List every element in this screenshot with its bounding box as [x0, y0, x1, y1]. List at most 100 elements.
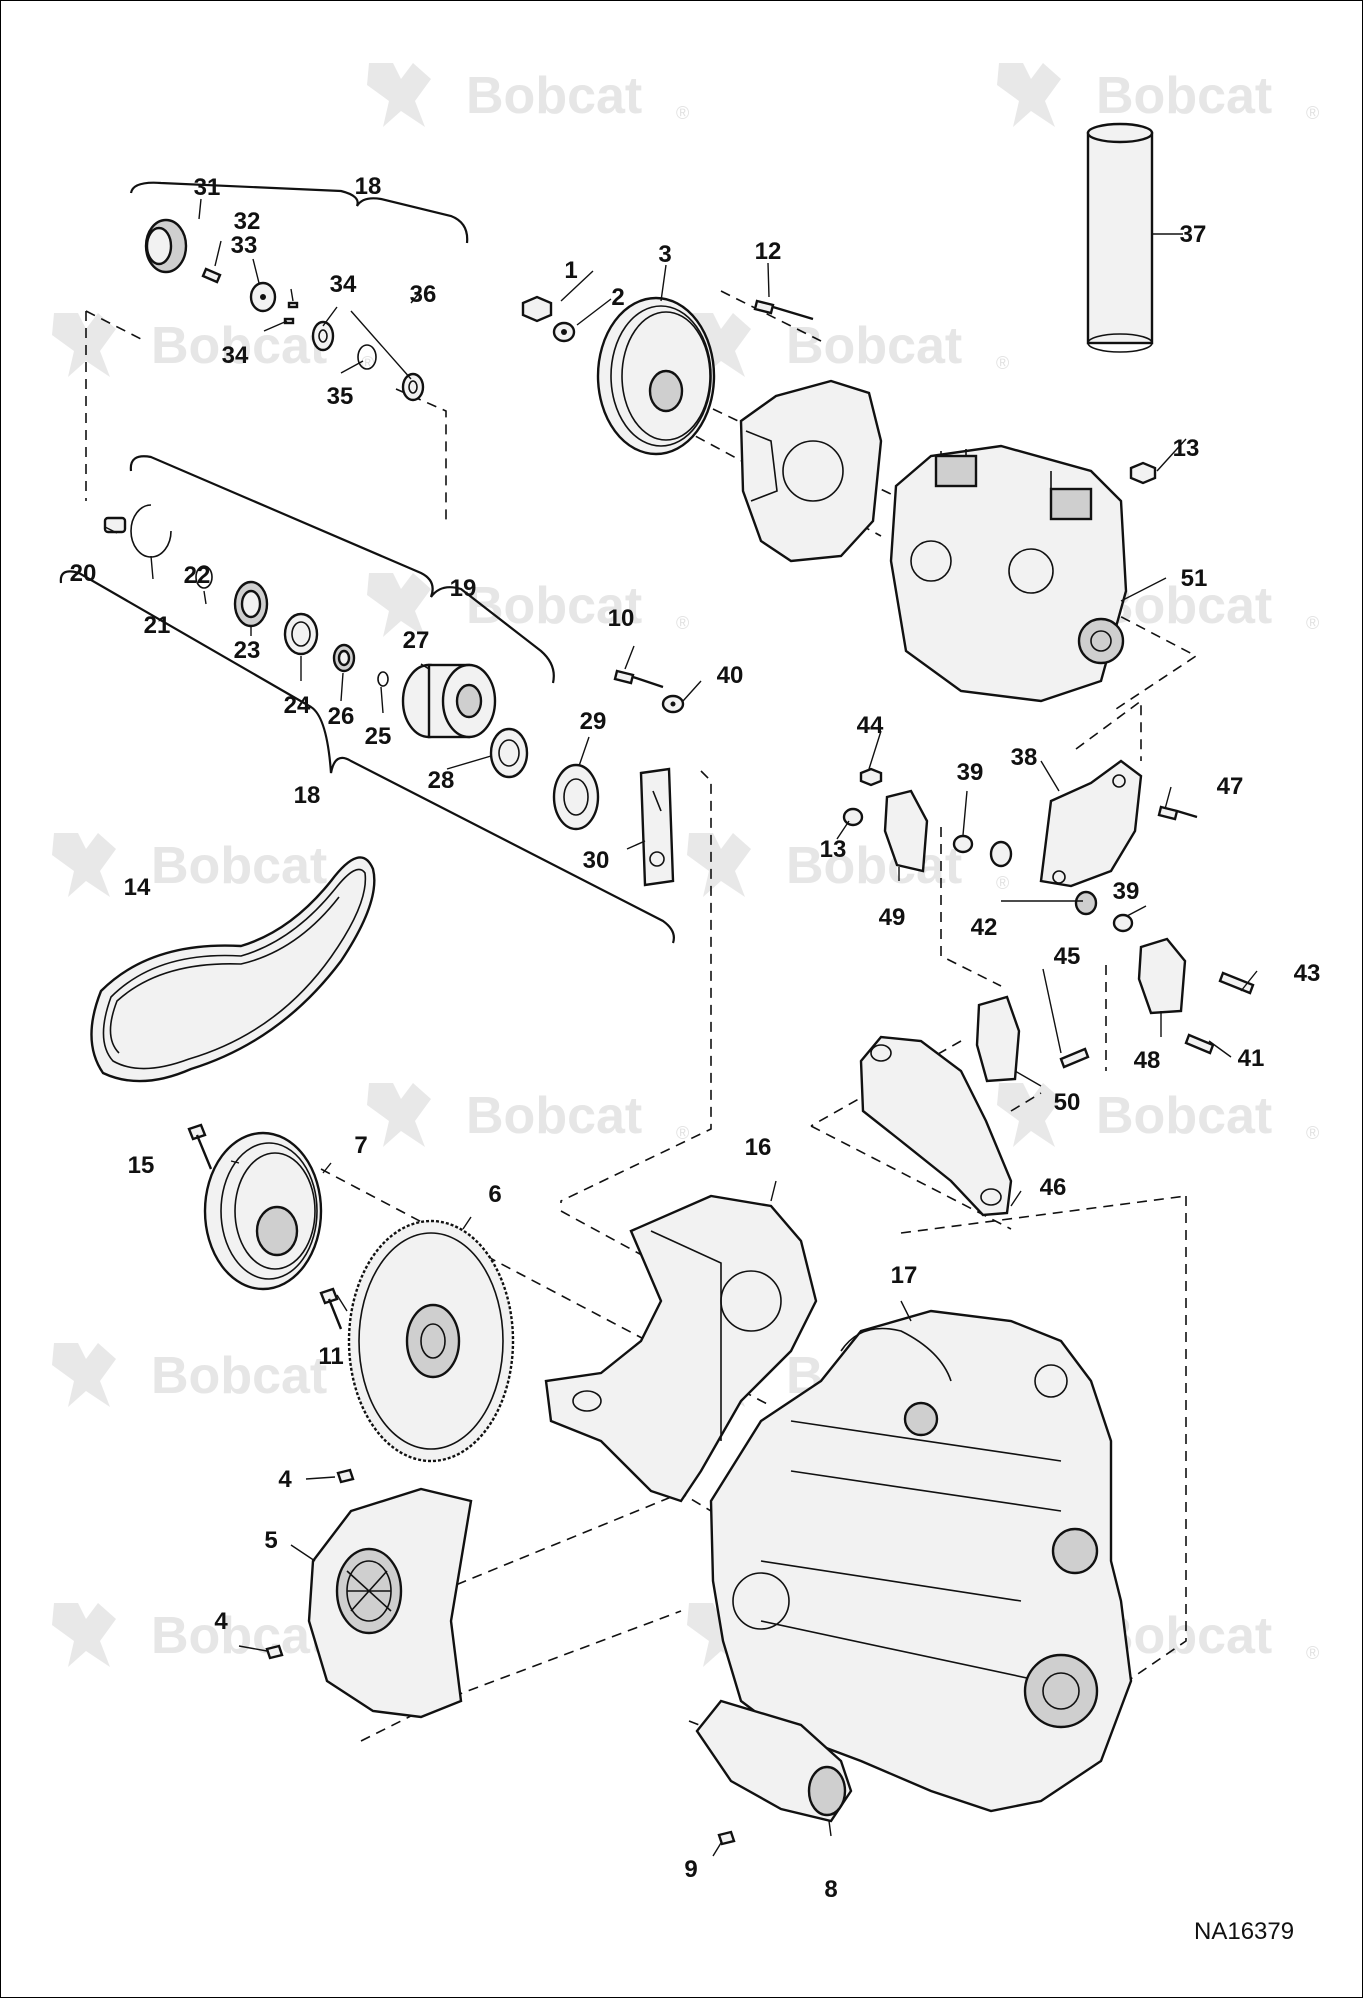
callout-48: 48	[1134, 1047, 1161, 1074]
callout-12: 12	[755, 238, 782, 265]
washer-part-2	[552, 321, 576, 343]
callout-40: 40	[717, 662, 744, 689]
watermark-3: Bobcat ®	[52, 313, 374, 377]
watermark-11: Bobcat ®	[52, 1343, 374, 1407]
callout-15: 15	[128, 1152, 155, 1179]
bracket-part-50	[975, 995, 1021, 1083]
bolt-part-43	[1218, 971, 1255, 995]
bolt-part-15	[187, 1123, 213, 1170]
callout-18: 18	[294, 782, 321, 809]
flywheel-housing-part-16	[544, 1194, 818, 1503]
bolt-part-41	[1184, 1033, 1215, 1055]
watermark-mark: ®	[676, 1123, 689, 1143]
engine-part-17	[709, 1309, 1133, 1813]
callout-6: 6	[488, 1181, 501, 1208]
callout-23: 23	[234, 637, 261, 664]
spacer-part-42b	[1074, 890, 1098, 916]
tube-part-37	[1086, 122, 1154, 353]
watermark-mark: ®	[1306, 613, 1319, 633]
ring-part-36a	[311, 320, 335, 352]
callout-29: 29	[580, 708, 607, 735]
watermark-mark: ®	[996, 353, 1009, 373]
belt-part-14	[90, 856, 376, 1083]
mount-part-46	[859, 1035, 1013, 1217]
ring-part-24	[283, 612, 319, 656]
watermark-mark: ®	[996, 873, 1009, 893]
callout-3: 3	[658, 241, 671, 268]
callout-10: 10	[608, 605, 635, 632]
snap-ring-part-21	[130, 504, 172, 558]
callout-37: 37	[1180, 221, 1207, 248]
ring-part-36b	[401, 372, 425, 402]
watermark-layer: Bobcat ® Bobcat ® Bobcat ® Bobcat ® Bobc…	[52, 63, 1319, 1667]
callout-24: 24	[284, 692, 311, 719]
callout-31: 31	[194, 174, 221, 201]
callout-41: 41	[1238, 1045, 1265, 1072]
callout-35: 35	[327, 383, 354, 410]
dash-bracket-42	[940, 699, 1142, 987]
nut-part-13-top	[1129, 461, 1157, 485]
callout-45: 45	[1054, 943, 1081, 970]
watermark-text: Bobcat	[151, 317, 327, 375]
callout-27: 27	[403, 627, 430, 654]
bearing-part-23	[233, 580, 269, 628]
watermark-13: Bobcat ®	[52, 1603, 374, 1667]
callouts-layer: 1234456789101112131314151617181819202122…	[70, 173, 1321, 1903]
washer-part-39-bottom	[1112, 913, 1134, 933]
bolt-part-9	[717, 1830, 736, 1846]
watermark-text: Bobcat	[466, 1087, 642, 1145]
spacer-part-42	[989, 840, 1013, 868]
brace-18-lower	[59, 570, 675, 944]
pin-part-20	[103, 516, 127, 534]
callout-34: 34	[222, 342, 249, 369]
callout-49: 49	[879, 904, 906, 931]
watermark-text: Bobcat	[786, 837, 962, 895]
starter-part-8	[695, 1699, 853, 1823]
nut-part-1	[521, 295, 553, 323]
callout-26: 26	[328, 703, 355, 730]
cover-part-5	[307, 1487, 473, 1719]
watermark-text: Bobcat	[151, 1347, 327, 1405]
callout-22: 22	[184, 562, 211, 589]
bolt-part-47	[1157, 805, 1198, 821]
watermark-2: Bobcat ®	[997, 63, 1319, 127]
callout-44: 44	[857, 712, 884, 739]
callout-30: 30	[583, 847, 610, 874]
callout-19: 19	[450, 575, 477, 602]
watermark-mark: ®	[676, 613, 689, 633]
callout-9: 9	[684, 1856, 697, 1883]
callout-2: 2	[611, 284, 624, 311]
watermark-mark: ®	[361, 353, 374, 373]
pulley-part-27	[401, 663, 497, 739]
callout-47: 47	[1217, 773, 1244, 800]
bracket-part-30	[639, 767, 675, 887]
watermark-5: Bobcat ®	[367, 573, 689, 637]
ring-part-26	[332, 643, 356, 673]
seal-part-31	[144, 218, 188, 274]
watermark-mark: ®	[676, 103, 689, 123]
watermark-text: Bobcat	[466, 577, 642, 635]
callout-20: 20	[70, 560, 97, 587]
flywheel-part-6	[347, 1219, 515, 1463]
callout-34: 34	[330, 271, 357, 298]
ring-part-28	[489, 727, 529, 779]
callout-4: 4	[214, 1608, 228, 1635]
bracket-part-48	[1137, 937, 1187, 1015]
callout-39: 39	[1113, 878, 1140, 905]
nut-part-44	[859, 767, 883, 787]
brace-18-top	[129, 181, 469, 244]
watermark-9: Bobcat ®	[367, 1083, 689, 1147]
callout-17: 17	[891, 1262, 918, 1289]
bolt-part-10	[613, 669, 664, 689]
callout-39: 39	[957, 759, 984, 786]
hydraulic-pump-part-51	[889, 444, 1128, 703]
pin-part-34	[283, 301, 299, 325]
callout-42: 42	[971, 914, 998, 941]
watermark-text: Bobcat	[151, 1607, 327, 1665]
callout-4: 4	[278, 1466, 292, 1493]
callout-16: 16	[745, 1134, 772, 1161]
callout-51: 51	[1181, 565, 1208, 592]
callout-13: 13	[1173, 435, 1200, 462]
drive-pulley-part-3	[596, 296, 716, 456]
